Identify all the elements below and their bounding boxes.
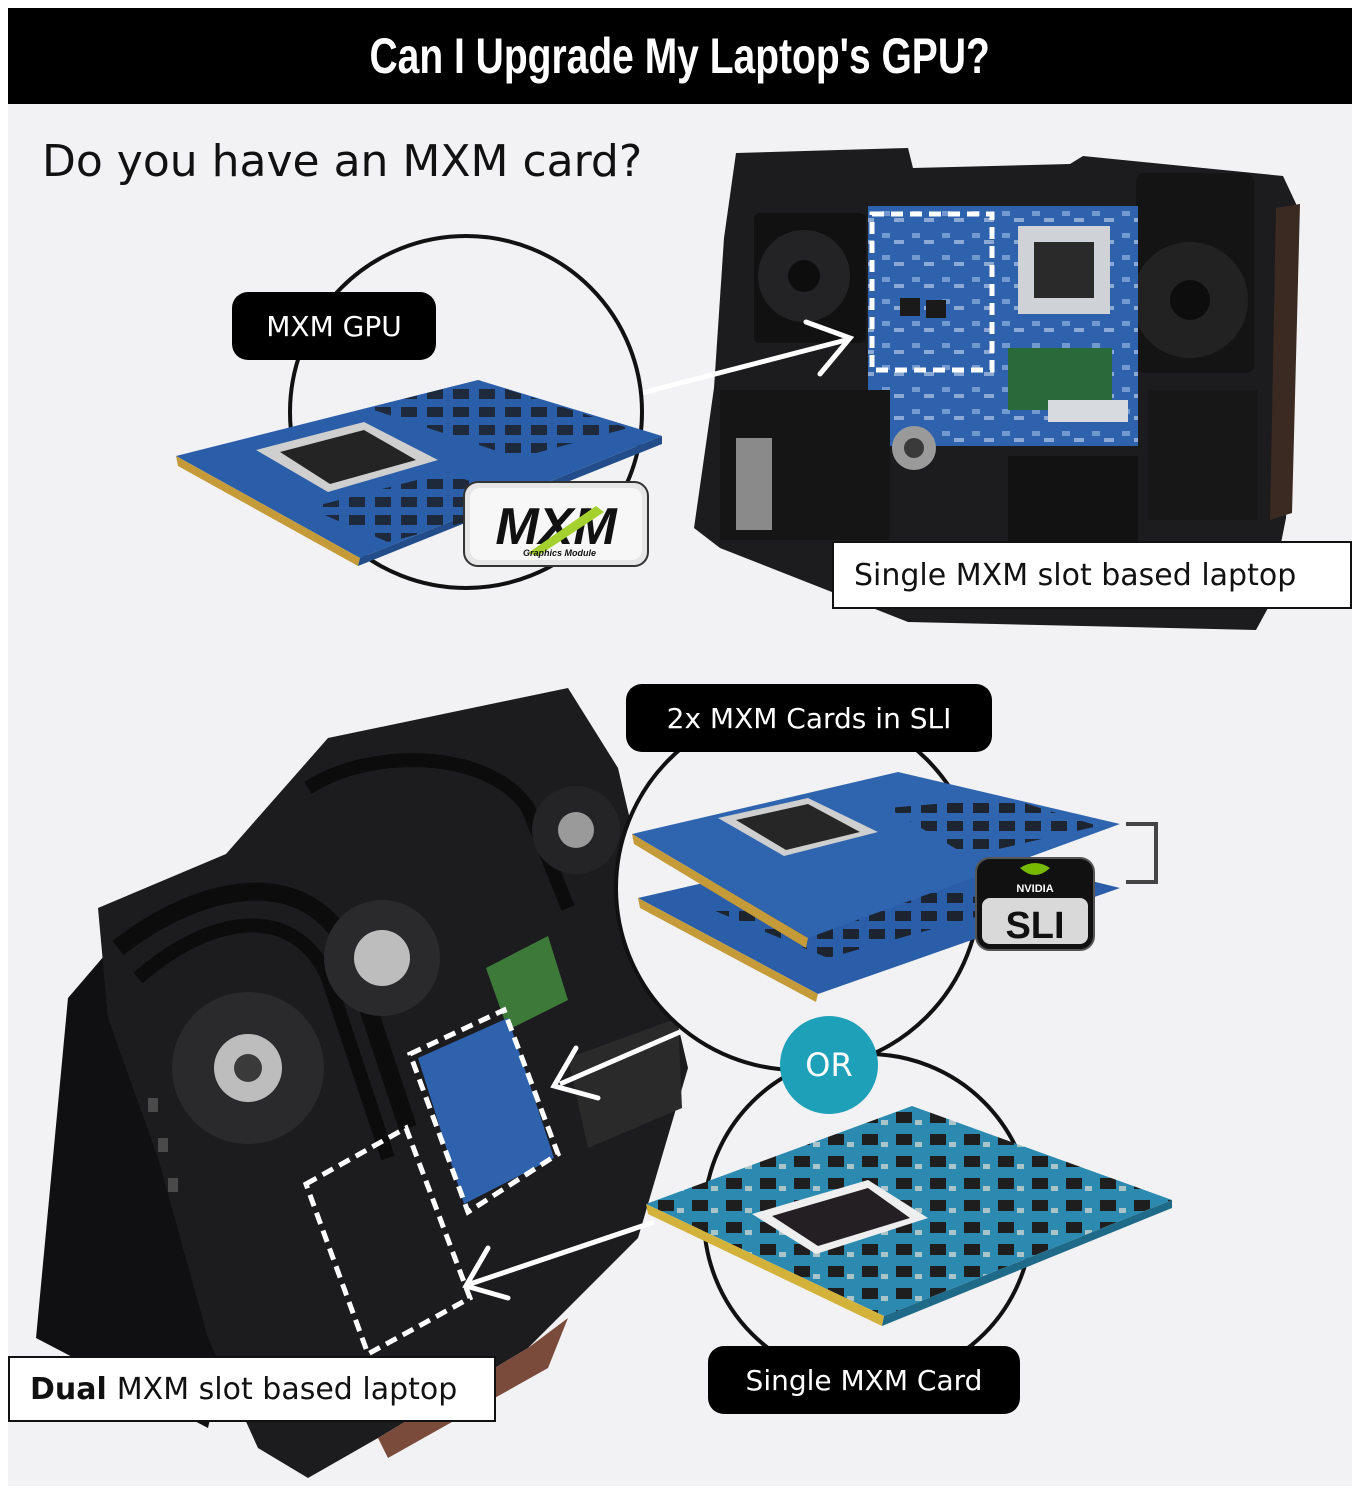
dual-slot-laptop-photo — [36, 688, 688, 1478]
nvidia-logo-text: NVIDIA — [1016, 883, 1053, 895]
dual-slot-label-bold: Dual — [30, 1371, 107, 1407]
single-mxm-card-label: Single MXM Card — [708, 1346, 1020, 1414]
single-slot-laptop-photo — [694, 148, 1300, 630]
arrow-to-single-card-slot — [462, 1219, 655, 1301]
illustration: MXM Graphics Module — [36, 148, 1300, 1478]
question-text: Do you have an MXM card? — [42, 136, 643, 187]
sli-cards-circle: NVIDIA SLI — [614, 704, 1158, 1072]
page-title: Can I Upgrade My Laptop's GPU? — [369, 28, 991, 84]
sli-logo-text: SLI — [1005, 905, 1064, 947]
sli-cards-label: 2x MXM Cards in SLI — [626, 684, 992, 752]
single-card-circle — [646, 1052, 1172, 1384]
dual-slot-label-rest: MXM slot based laptop — [116, 1371, 458, 1407]
arrow-to-sli-slot — [550, 1029, 681, 1101]
mxm-gpu-label: MXM GPU — [232, 292, 436, 360]
title-banner: Can I Upgrade My Laptop's GPU? — [8, 8, 1352, 104]
single-slot-laptop-label-text: Single MXM slot based laptop — [854, 557, 1297, 593]
mxm-logo-subtitle: Graphics Module — [523, 548, 596, 558]
or-badge: OR — [780, 1016, 878, 1114]
mxm-gpu-circle: MXM Graphics Module — [176, 234, 662, 590]
arrow-to-single-slot — [637, 319, 855, 397]
infographic: Can I Upgrade My Laptop's GPU? Do you ha… — [8, 8, 1352, 1486]
single-slot-laptop-label: Single MXM slot based laptop — [832, 541, 1352, 609]
dual-slot-laptop-label: Dual MXM slot based laptop — [8, 1356, 496, 1422]
